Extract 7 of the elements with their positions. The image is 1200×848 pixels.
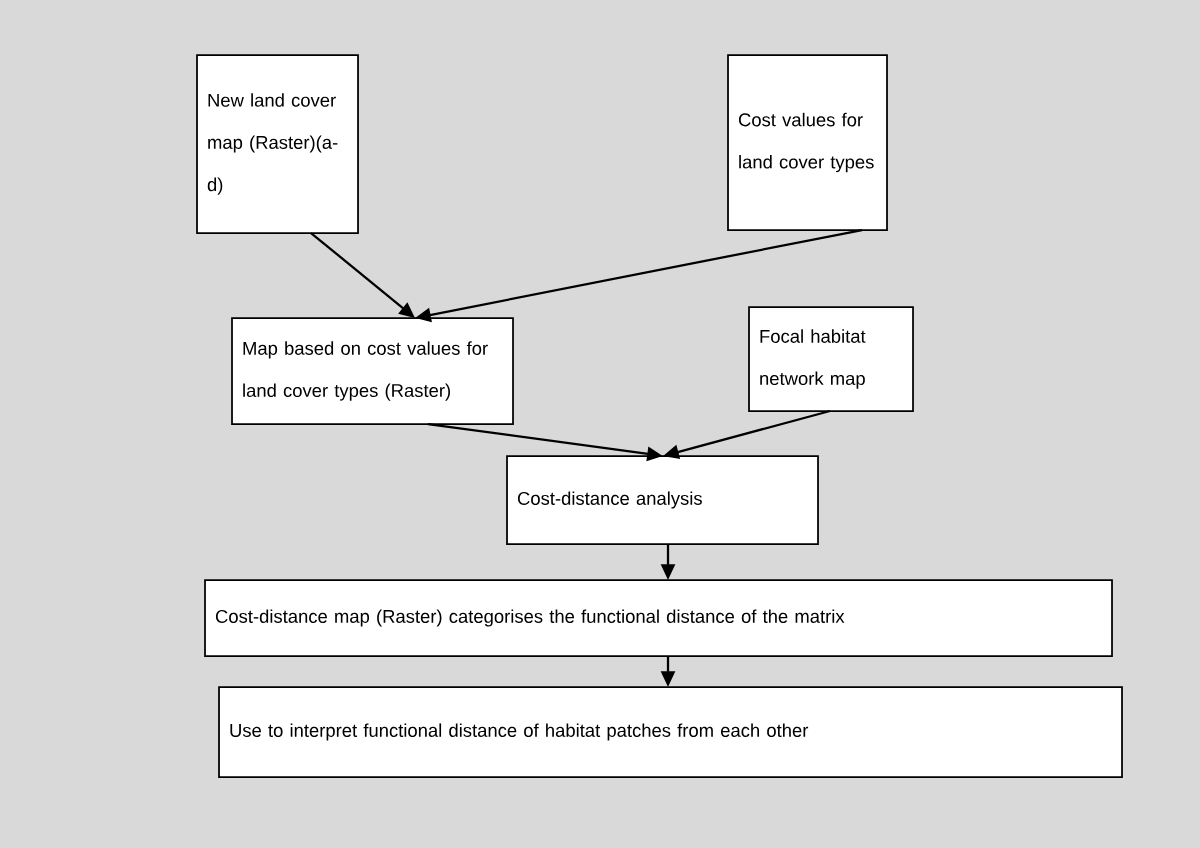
process-box: New land cover map (Raster)(a-d) [196, 54, 359, 234]
process-box: Map based on cost values for land cover types (Raster) [231, 317, 514, 425]
process-box: Use to interpret functional distance of habitat patches from each other [218, 686, 1123, 778]
process-box: Focal habitat network map [748, 306, 914, 412]
process-box: Cost-distance analysis [506, 455, 819, 545]
process-box: Cost values for land cover types [727, 54, 888, 231]
process-box: Cost-distance map (Raster) categorises the functional distance of the matrix [204, 579, 1113, 657]
